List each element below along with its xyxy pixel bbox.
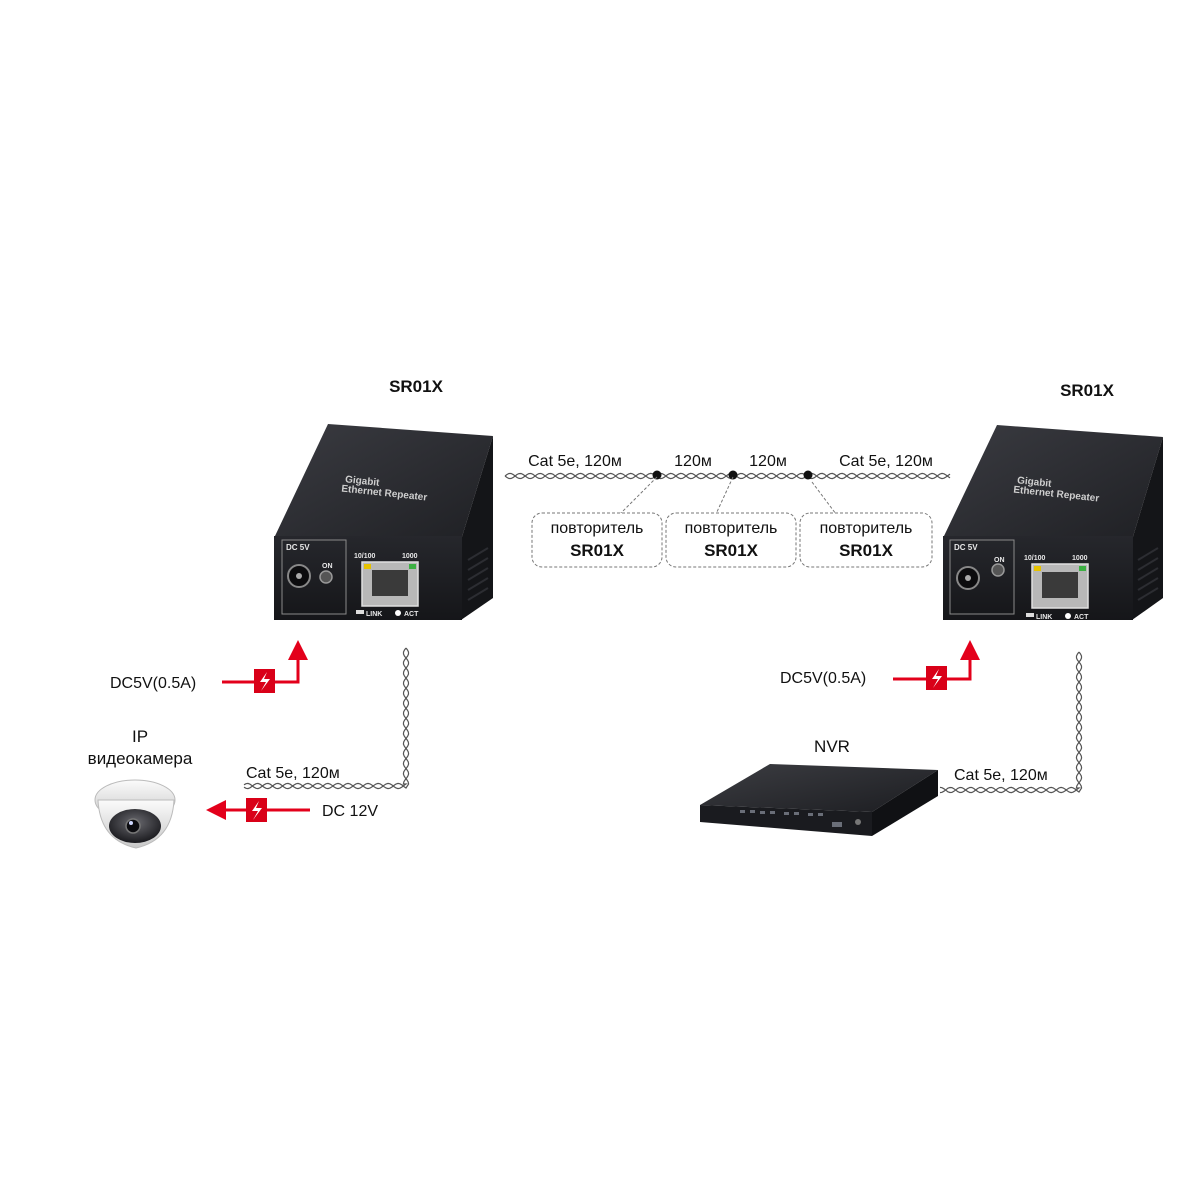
nvr-label: NVR (814, 737, 850, 756)
trunk-segment-2-label: 120м (674, 453, 712, 470)
repeater-node-3 (803, 470, 813, 480)
cables (243, 472, 1083, 794)
repeater-right-rj45-led-a (1034, 566, 1041, 571)
power-right-arrowhead (960, 640, 980, 660)
camera-power-bolt-glyph (252, 801, 262, 820)
camera-lens-highlight (129, 821, 133, 825)
repeater-right-vents (1137, 547, 1159, 601)
repeater-left-link-label: LINK (366, 611, 382, 618)
repeater-left-top (275, 424, 493, 540)
repeater-right-top-label-1: Gigabit (1017, 475, 1053, 490)
power-left-arrowhead (288, 640, 308, 660)
repeater-left-rj45-led-b (409, 564, 416, 569)
repeater-right-led-on (991, 563, 1005, 577)
repeater-right-top (944, 425, 1163, 540)
repeater-right-rj45-led-b (1079, 566, 1086, 571)
repeater-node-2 (728, 470, 738, 480)
repeater-right-port-1000: 1000 (1072, 555, 1088, 562)
camera-power-arrowhead (206, 800, 226, 820)
repeater-left-vents (467, 547, 489, 601)
camera-cable (243, 647, 410, 790)
repeater-callout-1: повторитель SR01X (531, 476, 663, 568)
repeater-left-link-mark (356, 610, 364, 614)
nvr-side (872, 770, 938, 836)
repeater-callout-2-line1: повторитель (685, 520, 778, 537)
repeater-left-port-1000: 1000 (402, 553, 418, 560)
repeater-callout-2: повторитель SR01X (665, 476, 797, 568)
repeater-right-side (1132, 437, 1163, 620)
power-right-label: DC5V(0.5A) (780, 670, 866, 687)
nvr-knob (855, 819, 861, 825)
nvr: NVR (700, 737, 938, 836)
repeater-right-model: SR01X (1060, 381, 1115, 400)
repeater-right-dc-frame (949, 539, 1015, 615)
trunk-cable-strand (504, 472, 951, 480)
repeater-right-link-label: LINK (1036, 614, 1052, 621)
trunk-segment-4-label: Cat 5e, 120м (839, 453, 933, 470)
repeater-left-rj45-socket (372, 570, 408, 596)
repeater-callout-3: повторитель SR01X (799, 481, 933, 568)
repeater-right-act-mark (1065, 613, 1071, 619)
repeater-right-dc-label: DC 5V (954, 543, 978, 552)
nvr-cable-strand (939, 651, 1083, 794)
power-left-arrow (222, 658, 300, 684)
repeater-left-port-10-100: 10/100 (354, 553, 376, 560)
trunk-cable-strand (504, 472, 951, 480)
repeater-left-top-label-1: Gigabit (345, 474, 381, 489)
repeater-right-link-mark (1026, 613, 1034, 617)
repeater-right-rj45-socket (1042, 572, 1078, 598)
repeater-left-rj45-led-a (364, 564, 371, 569)
power-left: DC5V(0.5A) (110, 640, 308, 693)
repeater-left-rj45 (361, 561, 419, 607)
camera-cable-label: Cat 5e, 120м (246, 765, 340, 782)
repeater-callout-1-line1: повторитель (551, 520, 644, 537)
camera-power: DC 12V (206, 798, 378, 822)
camera-label-2: видеокамера (88, 749, 193, 768)
trunk-cable (504, 472, 951, 480)
power-right-arrow (893, 658, 972, 681)
power-left-bolt-glyph (260, 672, 270, 691)
camera-cable-strand (243, 647, 410, 790)
repeater-left-act-label: ACT (404, 611, 419, 618)
repeater-left-dc-label: DC 5V (286, 543, 310, 552)
power-left-label: DC5V(0.5A) (110, 675, 196, 692)
repeater-right-act-label: ACT (1074, 614, 1089, 621)
repeater-callout-1-line2: SR01X (570, 541, 625, 560)
nvr-cable-label: Cat 5e, 120м (954, 767, 1048, 784)
ip-camera: IP видеокамера (88, 727, 193, 849)
repeater-left-on-label: ON (322, 563, 333, 570)
repeater-right-on-label: ON (994, 557, 1005, 564)
repeater-callout-3-line2: SR01X (839, 541, 894, 560)
repeater-left-act-mark (395, 610, 401, 616)
camera-power-label: DC 12V (322, 803, 378, 820)
nvr-top (700, 764, 938, 812)
repeater-callout-2-line2: SR01X (704, 541, 759, 560)
trunk-segment-1-label: Cat 5e, 120м (528, 453, 622, 470)
camera-lens-icon (125, 818, 141, 834)
repeater-left-model: SR01X (389, 377, 444, 396)
repeater-right-dc-pin (965, 575, 971, 581)
repeater-right: SR01X Gigabit Ethernet Repeater DC 5V ON… (943, 381, 1163, 621)
trunk-segment-3-label: 120м (749, 453, 787, 470)
camera-label-1: IP (132, 727, 148, 746)
repeater-callout-3-line1: повторитель (820, 520, 913, 537)
repeater-left-led-on (319, 570, 333, 584)
nvr-cable (939, 651, 1083, 794)
repeater-node-1 (652, 470, 662, 480)
nvr-buttons (740, 810, 842, 827)
repeater-left-side (461, 436, 493, 620)
repeater-right-port-10-100: 10/100 (1024, 555, 1046, 562)
repeater-left: SR01X Gigabit Ethernet Repeater DC 5V ON… (274, 377, 493, 620)
repeater-left-dc-pin (296, 573, 302, 579)
power-right-bolt-glyph (932, 669, 942, 688)
repeater-left-dc-frame (281, 539, 347, 615)
power-right: DC5V(0.5A) (780, 640, 980, 690)
